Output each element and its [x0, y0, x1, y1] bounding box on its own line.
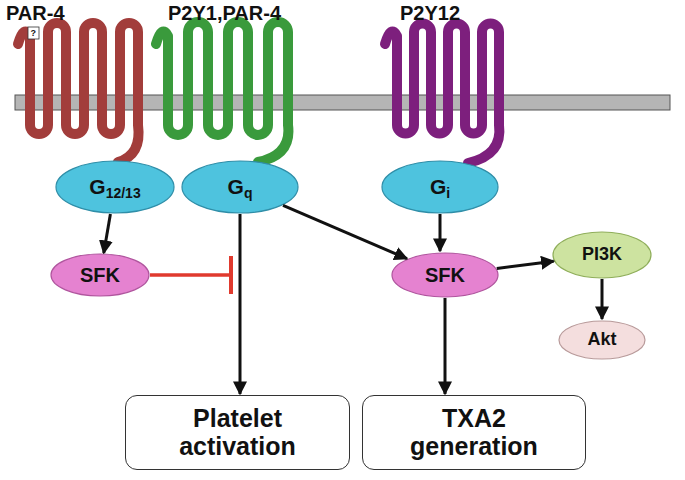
ellipse-shape [182, 161, 298, 213]
arrow-connector [104, 214, 111, 253]
arrow-connector [439, 214, 442, 251]
inhibition-line [150, 273, 229, 277]
node-label: G [228, 175, 244, 198]
node-label: TXA2 generation [399, 405, 549, 460]
arrow-connector [239, 214, 242, 394]
g-protein: Gi [381, 160, 499, 214]
receptor-label: P2Y12 [400, 2, 460, 25]
subscript: i [446, 186, 450, 201]
glyph-box [28, 27, 39, 39]
ellipse-shape [56, 161, 174, 213]
kinase-ellipse: SFK [391, 252, 499, 298]
ellipse-shape [392, 253, 498, 297]
inhibition-bar [229, 256, 233, 294]
receptor-symbol [385, 24, 499, 164]
receptor-label: P2Y1,PAR-4 [168, 2, 281, 25]
node-label: G [430, 175, 446, 198]
ellipse-shape [382, 161, 498, 213]
ellipse-shape [559, 321, 645, 359]
g-protein: Gq [181, 160, 299, 214]
receptor-symbol [156, 22, 288, 162]
g-protein: G12/13 [55, 160, 175, 214]
node-label: Akt [587, 330, 616, 350]
arrow-connector [444, 298, 447, 394]
receptors [18, 22, 499, 163]
arrow-connector [601, 279, 604, 319]
receptor-label: PAR-4 [6, 2, 65, 25]
node-label: Platelet activation [163, 405, 313, 460]
arrow-connector [283, 205, 407, 258]
subscript: q [244, 186, 253, 201]
kinase-ellipse: PI3K [552, 231, 652, 279]
node-label: PI3K [582, 245, 622, 265]
ellipse-shape [51, 254, 149, 296]
node-label: SFK [80, 264, 120, 286]
node-label: SFK [425, 264, 465, 286]
kinase-ellipse: Akt [558, 320, 646, 360]
membrane [15, 95, 670, 110]
receptor-symbol [18, 23, 139, 162]
subscript: 12/13 [106, 186, 141, 201]
ellipse-shape [553, 232, 651, 278]
outcome-box: Platelet activation [125, 395, 350, 470]
outcome-box: TXA2 generation [362, 395, 586, 470]
arrow-connector [497, 261, 554, 268]
kinase-ellipse: SFK [50, 253, 150, 297]
node-label: G [89, 175, 105, 198]
glyph-mark: ? [31, 28, 37, 38]
